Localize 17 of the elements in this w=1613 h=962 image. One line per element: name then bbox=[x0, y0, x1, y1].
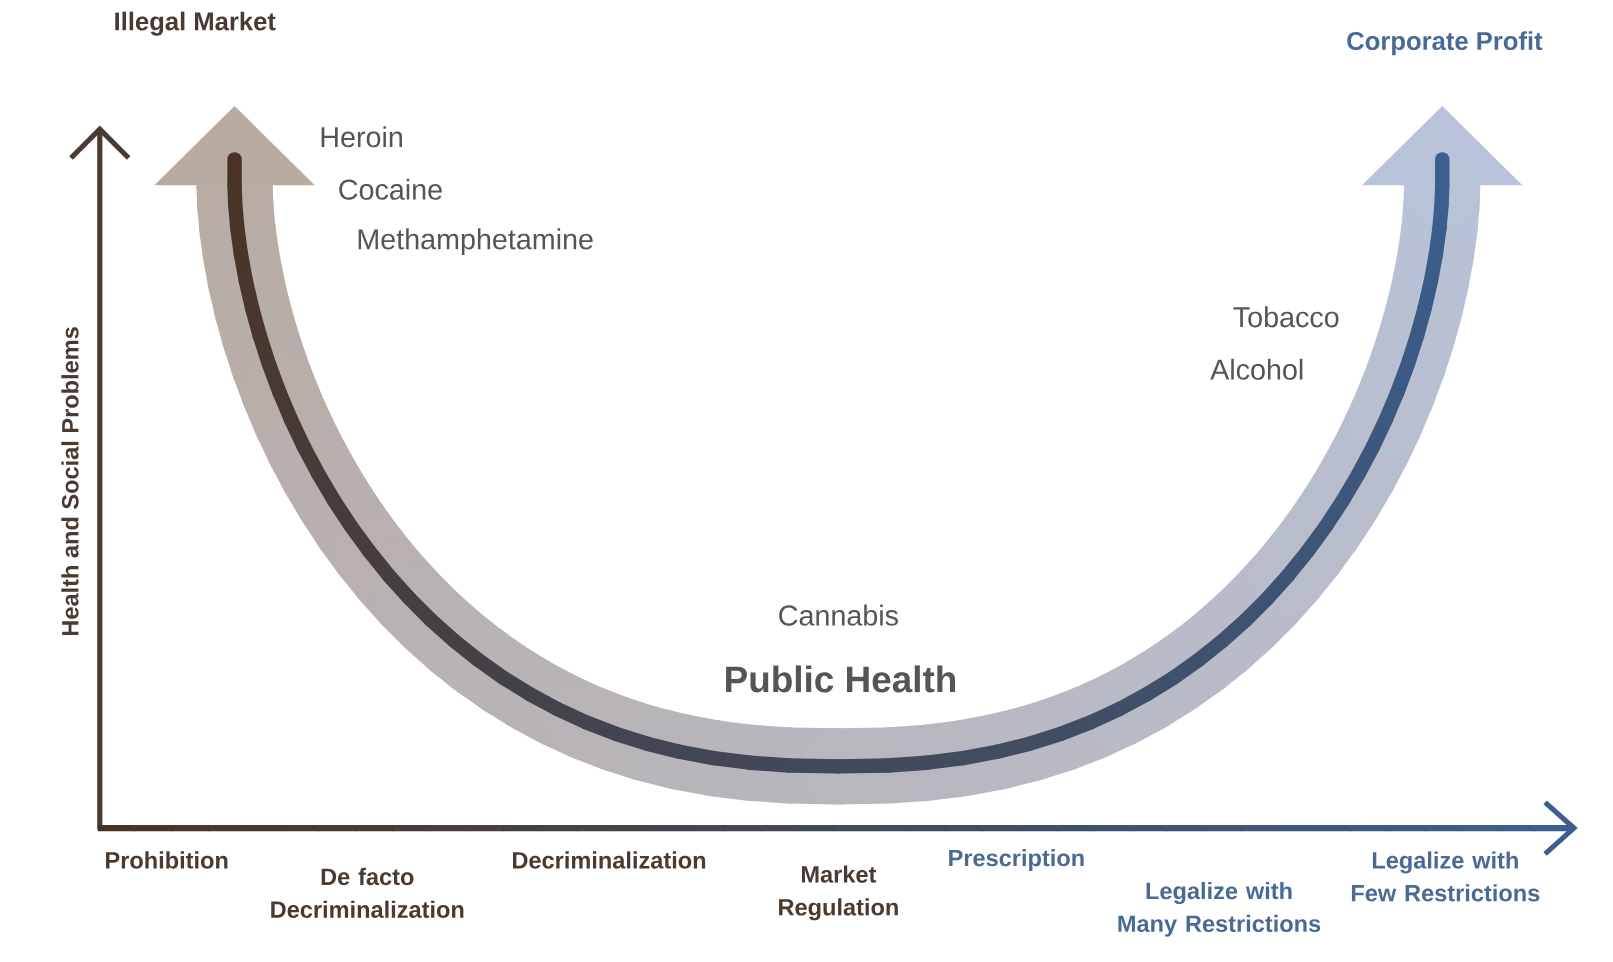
heading: Illegal Market bbox=[115, 11, 276, 36]
substance-label: Tobacco bbox=[1233, 306, 1339, 328]
substance-label: Heroin bbox=[321, 126, 402, 148]
curve-label: Public Health bbox=[726, 665, 955, 693]
substance-label: Cannabis bbox=[779, 604, 898, 626]
axis-category: Prohibition bbox=[106, 851, 228, 869]
axis-label: Health and Social Problems bbox=[61, 327, 79, 636]
axis-category: Legalize with Many Restrictions bbox=[1118, 882, 1321, 937]
axis-category: Legalize with Few Restrictions bbox=[1351, 851, 1540, 902]
substance-label: Methamphetamine bbox=[358, 228, 593, 256]
axis-category: Market Regulation bbox=[779, 865, 898, 921]
heading: Corporate Profit bbox=[1347, 31, 1543, 56]
axis-category: De facto Decriminalization bbox=[271, 867, 464, 919]
axis-category: Decriminalization bbox=[513, 851, 706, 869]
axis-category: Prescription bbox=[949, 849, 1084, 872]
substance-label: Alcohol bbox=[1210, 358, 1303, 380]
substance-label: Cocaine bbox=[339, 178, 442, 200]
